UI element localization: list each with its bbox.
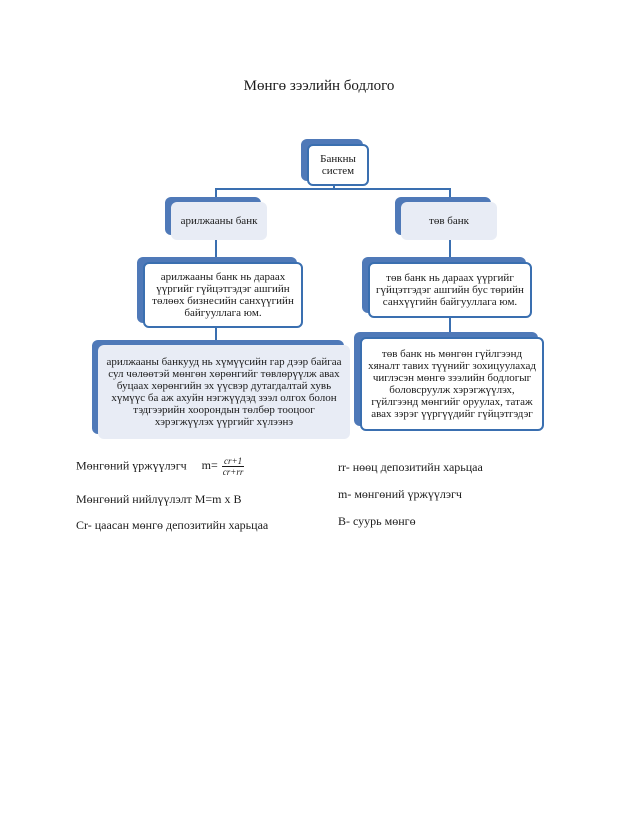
root-node-text: Банкны систем — [320, 153, 356, 177]
multiplier-row: Мөнгөний үржүүлэгч m= cr+1 cr+rr — [76, 456, 245, 477]
connector-left-mid — [215, 240, 217, 262]
multiplier-label: Мөнгөний үржүүлэгч — [76, 458, 187, 473]
money-supply-row: Мөнгөний нийлүүлэлт M=m x B — [76, 492, 242, 506]
multiplier-fraction: cr+1 cr+rr — [221, 456, 245, 477]
left-detail-text: арилжааны банкууд нь хүмүүсийн гар дээр … — [106, 356, 342, 428]
fraction-numerator: cr+1 — [221, 456, 245, 467]
connector-right-down — [449, 188, 451, 208]
left-desc-text: арилжааны банк нь дараах үүргийг гүйцэтг… — [152, 271, 294, 319]
connector-right-low — [449, 316, 451, 338]
right-branch-node: төв банк — [401, 202, 497, 240]
right-detail-text: төв банк нь мөнгөн гүйлгээнд хяналт тави… — [368, 348, 536, 420]
left-branch-text: арилжааны банк — [180, 215, 258, 227]
root-node: Банкны систем — [307, 144, 369, 186]
connector-root-down — [333, 184, 335, 190]
connector-left-low — [215, 328, 217, 344]
b-definition: B- суурь мөнгө — [338, 514, 416, 528]
right-desc-node: төв банк нь дараах үүргийг гүйцэтгэдэг а… — [368, 262, 532, 318]
left-branch-node: арилжааны банк — [171, 202, 267, 240]
fraction-denominator: cr+rr — [222, 467, 244, 477]
right-branch-text: төв банк — [429, 215, 469, 227]
multiplier-eq: m= — [201, 458, 218, 473]
page-title: Мөнгө зээлийн бодлого — [243, 78, 395, 94]
connector-right-mid — [449, 240, 451, 262]
connector-left-down — [215, 188, 217, 208]
m-definition: m- мөнгөний үржүүлэгч — [338, 487, 462, 501]
connector-horizontal — [215, 188, 451, 190]
rr-definition: rr- нөөц депозитийн харьцаа — [338, 460, 483, 474]
right-detail-node: төв банк нь мөнгөн гүйлгээнд хяналт тави… — [360, 337, 544, 431]
left-detail-node: арилжааны банкууд нь хүмүүсийн гар дээр … — [98, 345, 350, 439]
left-desc-node: арилжааны банк нь дараах үүргийг гүйцэтг… — [143, 262, 303, 328]
right-desc-text: төв банк нь дараах үүргийг гүйцэтгэдэг а… — [376, 272, 524, 308]
cr-definition: Cr- цаасан мөнгө депозитийн харьцаа — [76, 518, 269, 532]
